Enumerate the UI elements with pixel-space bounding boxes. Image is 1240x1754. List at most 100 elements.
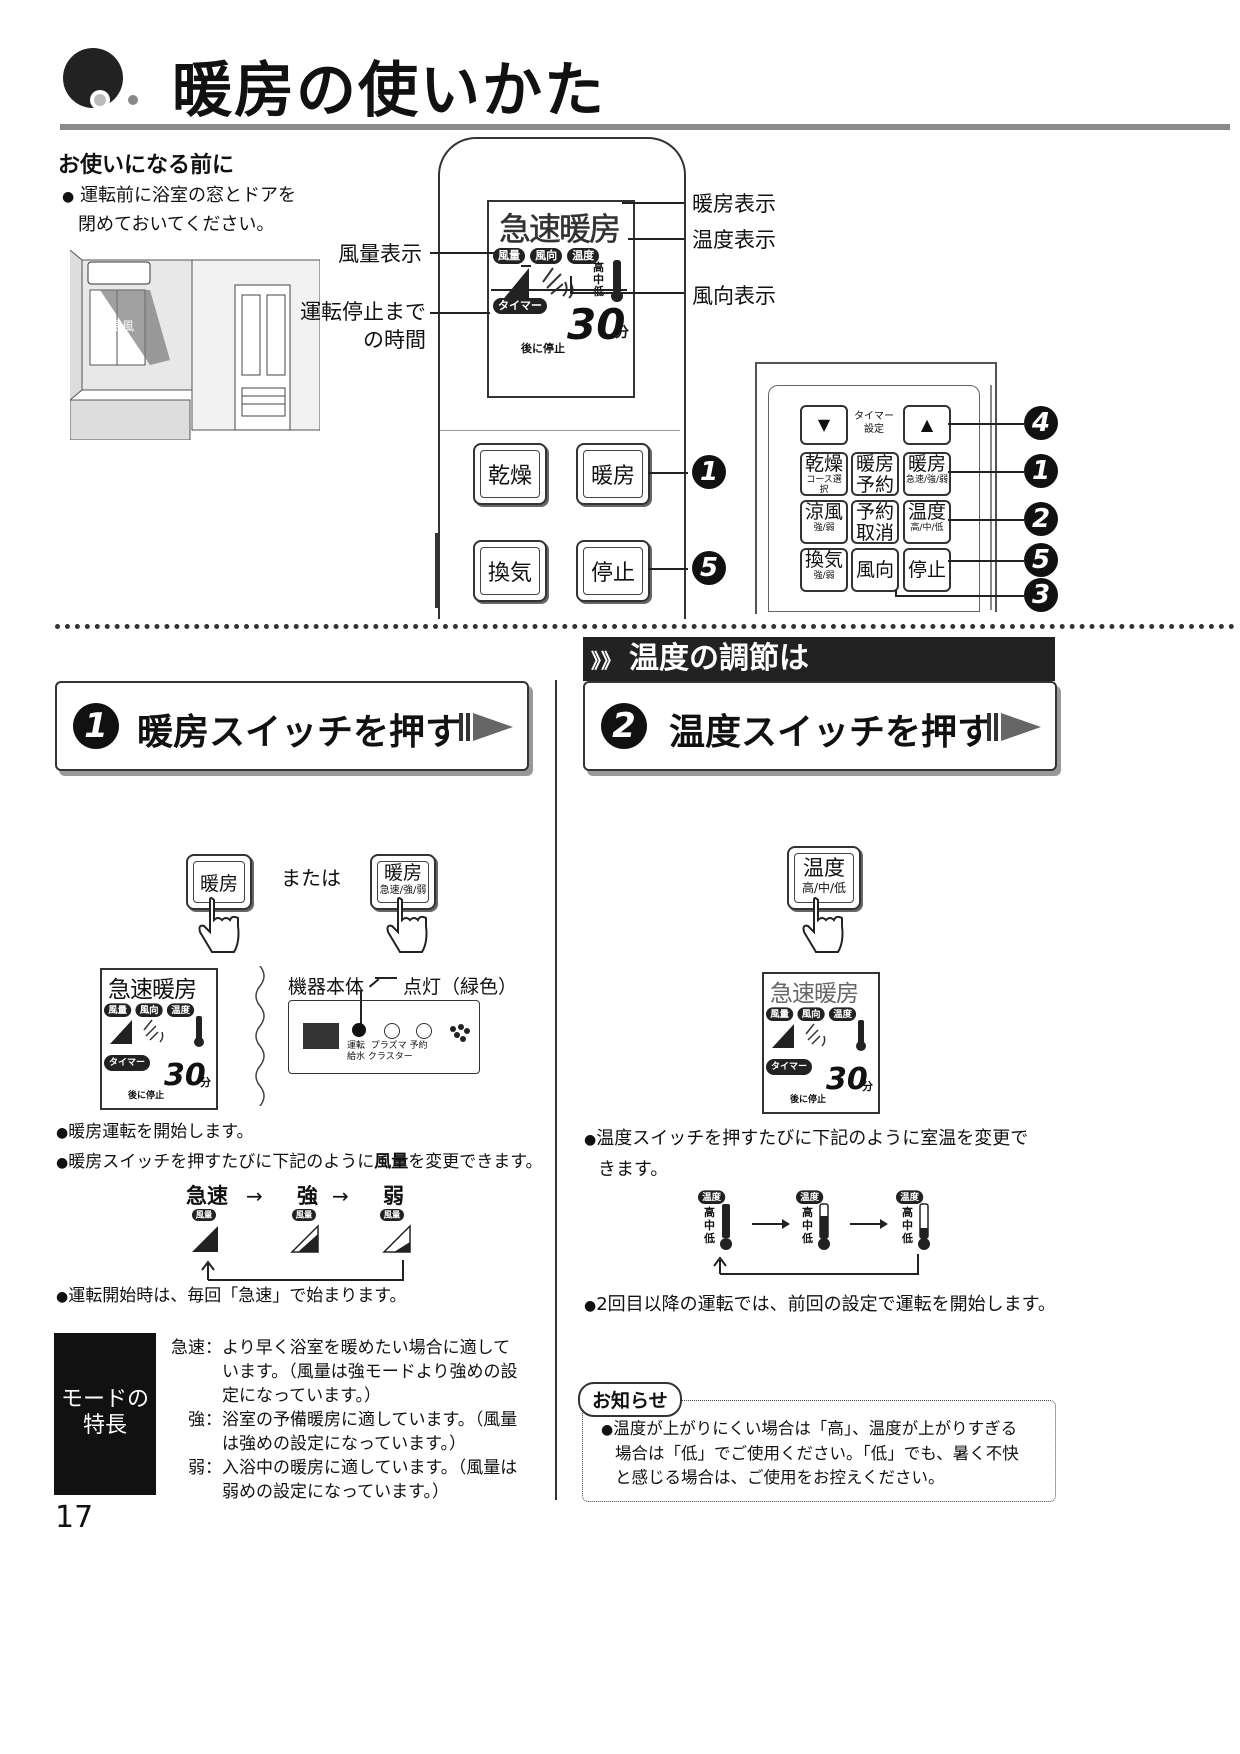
next-arrow-icon	[459, 713, 513, 741]
label-heating-display: 暖房表示	[692, 192, 776, 216]
step2-bullet1-line2: きます。	[598, 1159, 669, 1180]
step1-bullet1: ●暖房運転を開始します。	[56, 1122, 254, 1142]
step1-bullet2-pre: 暖房スイッチを押すたびに下記のように	[68, 1152, 375, 1172]
step1-bullet3-text: 運転開始時は、毎回「急速」で始まります。	[68, 1286, 407, 1306]
plasma-cluster-icon	[450, 1024, 470, 1042]
step2-number: 2	[601, 703, 647, 749]
btn-label: 風向	[855, 559, 894, 581]
heat-mode-switch-illustration: 暖房急速/強/弱	[370, 854, 436, 910]
dry-course-button[interactable]: 乾燥コース選択	[800, 452, 848, 496]
lcd-dir-badge: 風向	[797, 1007, 825, 1021]
reserve-cancel-button[interactable]: 予約取消	[851, 500, 899, 544]
before-use-line2: 閉めておいてください。	[78, 214, 275, 235]
remote-button-area	[768, 385, 980, 612]
callout-line	[368, 978, 380, 988]
before-use-heading: お使いになる前に	[58, 153, 235, 178]
cool-air-button[interactable]: 涼風強/弱	[800, 500, 848, 544]
callout-line	[648, 472, 688, 474]
wind-direction-button[interactable]: 風向	[851, 548, 899, 592]
notice-title: お知らせ	[578, 1382, 682, 1417]
temp-low-label: 低	[593, 286, 604, 298]
page-header: 暖房の使いかた	[0, 0, 1240, 135]
temp-high-label: 高	[704, 1206, 715, 1219]
lcd-fan-badge: 風量	[766, 1007, 794, 1021]
temp-high-label: 高	[802, 1206, 813, 1219]
thermometer-icon	[194, 1016, 204, 1047]
callout-line	[895, 590, 897, 596]
notice-line3: と感じる場合は、ご使用をお控えください。	[615, 1468, 945, 1487]
vent-mode-button[interactable]: 換気強/弱	[800, 548, 848, 592]
title-underline	[60, 124, 1230, 130]
callout-line	[948, 560, 1024, 562]
step2-bullet1: ●温度スイッチを押すたびに下記のように室温を変更で きます。	[584, 1128, 1029, 1180]
arrow-icon: →	[246, 1184, 263, 1208]
fan-level-icon	[772, 1024, 794, 1048]
fan-step-strong: 強	[297, 1184, 318, 1208]
vent-button[interactable]: 換気	[473, 540, 547, 602]
timer-down-button[interactable]: ▼	[800, 405, 848, 445]
temp-switch-sublabel: 高/中/低	[801, 881, 847, 895]
mode-features-box: モードの 特長	[54, 1333, 156, 1495]
stop-button[interactable]: 停止	[576, 540, 650, 602]
lcd-timer-after: 後に停止	[521, 342, 565, 355]
temp-switch-inner: 温度高/中/低	[794, 853, 854, 903]
btn-sublabel: 強/弱	[813, 571, 835, 581]
label-fan-display: 風量表示	[338, 242, 422, 266]
mode-desc-line: います。（風量は強モードより強めの設	[222, 1362, 518, 1382]
step1-bullet3: ●運転開始時は、毎回「急速」で始まります。	[56, 1286, 407, 1306]
lcd-timer-after: 後に停止	[790, 1095, 827, 1105]
dry-button[interactable]: 乾燥	[473, 443, 547, 505]
lcd-rule	[491, 289, 627, 291]
mode-key: 弱：	[188, 1458, 222, 1478]
unit-control-panel: 運転 プラズマ 予約 給水 クラスター	[288, 1000, 480, 1074]
btn-sublabel: 強/弱	[813, 523, 835, 533]
btn-label: 予約	[855, 501, 894, 523]
lcd-fan-badge: 風量	[493, 248, 525, 264]
step2-heading-box: 2 温度スイッチを押す	[583, 681, 1057, 771]
callout-line	[948, 519, 1024, 521]
step1-number: 1	[73, 703, 119, 749]
or-text: または	[281, 866, 341, 890]
callout-line	[570, 276, 572, 292]
callout-number-5: 5	[692, 551, 726, 585]
timer-setting-label: タイマー 設定	[846, 410, 902, 436]
fan-level-icon	[110, 1020, 132, 1044]
heat-mode-button[interactable]: 暖房急速/強/弱	[903, 452, 951, 496]
arrow-icon: →	[332, 1184, 349, 1208]
heat-button[interactable]: 暖房	[576, 443, 650, 505]
heat-switch-illustration: 暖房	[186, 854, 252, 910]
before-use-line1: 運転前に浴室の窓とドアを	[79, 185, 296, 206]
lcd-timer-badge: タイマー	[104, 1055, 151, 1071]
temp-badge: 温度	[796, 1190, 824, 1204]
stop-button-label: 停止	[583, 547, 643, 595]
temp-cycle-diagram	[713, 1203, 930, 1275]
lcd-mode-text: 急速暖房	[499, 210, 622, 249]
wind-direction-icon	[805, 1023, 826, 1047]
temp-switch-illustration: 温度高/中/低	[787, 846, 861, 910]
heat-reserve-button[interactable]: 暖房予約	[851, 452, 899, 496]
lcd-dir-badge: 風向	[135, 1003, 163, 1017]
thermometer-icon	[611, 260, 623, 302]
btn-label: 取消	[855, 522, 894, 544]
lcd-timer-unit: 分	[200, 1076, 211, 1089]
heat-switch-label: 暖房	[193, 861, 245, 903]
heat-mode-switch-inner: 暖房急速/強/弱	[377, 861, 429, 903]
dry-button-label: 乾燥	[480, 450, 540, 498]
remote-panel-edge	[995, 362, 997, 612]
temperature-button[interactable]: 温度高/中/低	[903, 500, 951, 544]
callout-line	[430, 312, 490, 314]
lcd-temp-badge: 温度	[167, 1003, 195, 1017]
remote-inner-panel	[755, 362, 997, 614]
btn-sublabel: 高/中/低	[910, 523, 944, 533]
panel-label-reserve: 予約	[409, 1041, 428, 1051]
remote-side-edge	[435, 533, 439, 608]
btn-label: 換気	[804, 549, 843, 571]
callout-line	[375, 977, 397, 979]
timer-up-button[interactable]: ▲	[903, 405, 951, 445]
stop-side-button[interactable]: 停止	[903, 548, 951, 592]
temp-badge: 温度	[698, 1190, 726, 1204]
page-number: 17	[55, 1500, 94, 1535]
lamp-status-label: 点灯（緑色）	[403, 976, 518, 998]
chevrons-icon: 》》	[591, 649, 621, 673]
mode-key: 強：	[188, 1410, 222, 1430]
